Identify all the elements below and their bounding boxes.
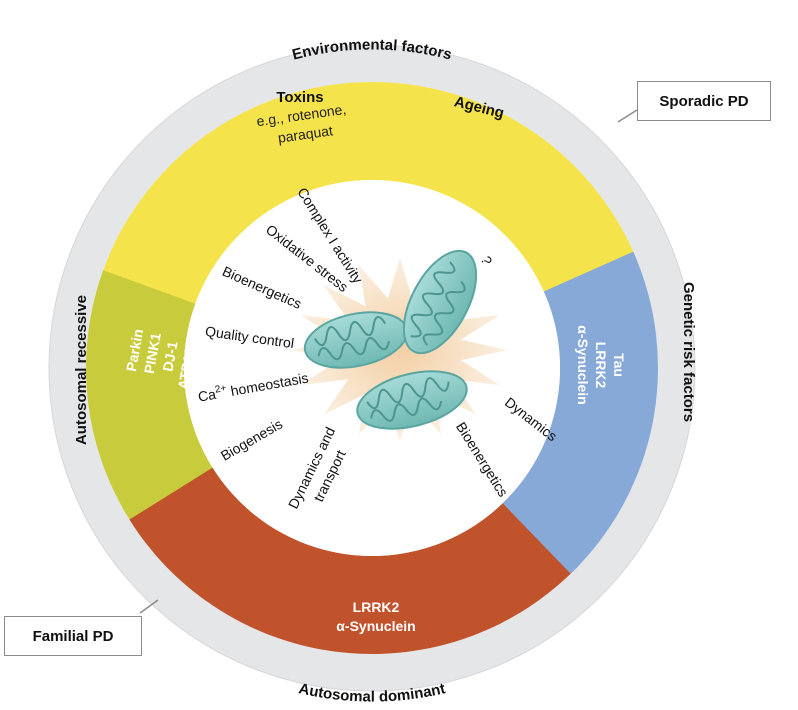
sporadic-pointer [617, 109, 638, 123]
toxins-example-line2: paraquat [277, 122, 334, 146]
familial-pd-callout: Familial PD [4, 616, 142, 656]
segment-ring [86, 82, 658, 655]
synuclein-risk-label: α-Synuclein [575, 325, 591, 404]
autosomal-recessive-label: Autosomal recessive [73, 295, 90, 445]
mitochondrion-bottom [356, 370, 468, 430]
dj1-label: DJ-1 [160, 340, 181, 373]
lrrk2-dominant-label: LRRK2 [353, 599, 400, 615]
genetic-risk-factors-label: Genetic risk factors [680, 282, 697, 422]
sporadic-pd-label: Sporadic PD [659, 92, 749, 110]
environmental-segment [97, 82, 638, 317]
tau-label: Tau [611, 353, 627, 377]
familial-pointer [139, 599, 159, 614]
sporadic-pd-callout: Sporadic PD [637, 81, 771, 121]
toxins-title: Toxins [276, 89, 323, 106]
pink1-label: PINK1 [141, 331, 164, 375]
lrrk2-risk-label: LRRK2 [593, 342, 609, 389]
synuclein-dominant-label: α-Synuclein [336, 618, 415, 634]
genetic-risk-segment [502, 251, 658, 574]
mitochondrion-top [402, 249, 478, 355]
autosomal-dominant-segment [129, 467, 578, 655]
parkin-label: Parkin [123, 328, 146, 373]
familial-pd-label: Familial PD [32, 627, 114, 645]
